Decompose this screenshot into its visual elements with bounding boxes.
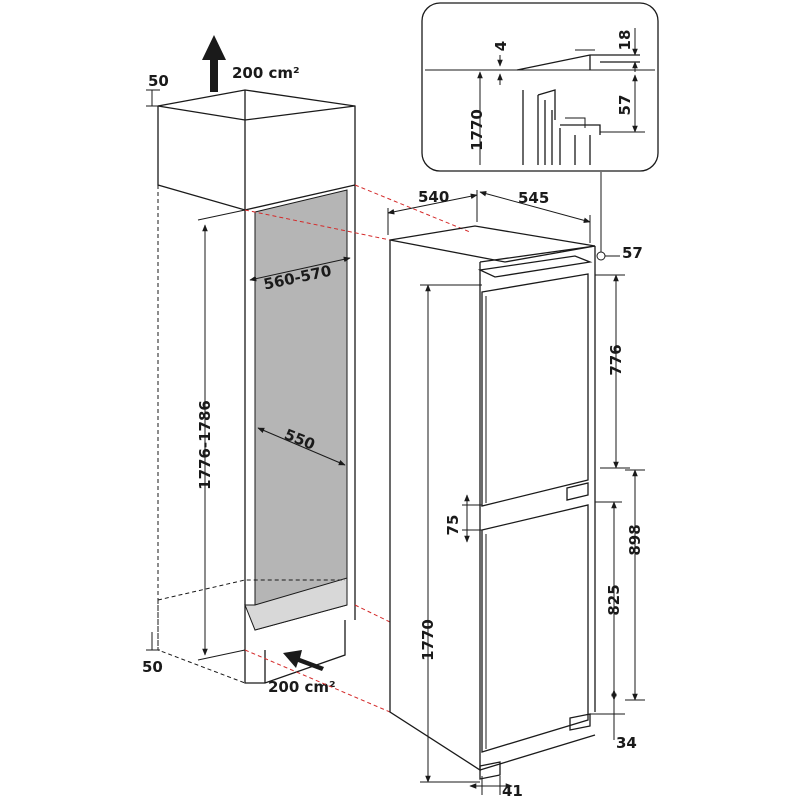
detail-18-label: 18 bbox=[616, 30, 634, 51]
upper-door-label: 776 bbox=[607, 344, 625, 375]
cabinet-niche bbox=[157, 89, 356, 684]
fridge-freezer bbox=[389, 225, 596, 780]
foot-label: 41 bbox=[502, 782, 523, 800]
lower-section-label: 898 bbox=[626, 524, 644, 555]
bottom-offset-label: 34 bbox=[616, 734, 637, 752]
door-gap-label: 75 bbox=[444, 515, 462, 536]
top-offset-label: 57 bbox=[622, 244, 643, 262]
vent-bottom-label: 200 cm² bbox=[268, 678, 336, 696]
unit-height-label: 1770 bbox=[419, 619, 437, 661]
detail-inset bbox=[421, 2, 659, 172]
gap-top-label: 50 bbox=[148, 72, 169, 90]
unit-width-label: 545 bbox=[518, 189, 549, 207]
detail-57-label: 57 bbox=[616, 95, 634, 116]
detail-height-label: 1770 bbox=[468, 109, 486, 151]
niche-height-label: 1776-1786 bbox=[196, 400, 214, 490]
niche-interior bbox=[254, 189, 348, 631]
vent-top-label: 200 cm² bbox=[232, 64, 300, 82]
detail-callout-icon bbox=[596, 251, 606, 261]
unit-depth-label: 540 bbox=[418, 188, 449, 206]
detail-gap-label: 4 bbox=[492, 41, 510, 51]
vent-top-arrow-icon bbox=[202, 35, 226, 92]
lower-door-label: 825 bbox=[605, 584, 623, 615]
gap-bottom-label: 50 bbox=[142, 658, 163, 676]
vent-bottom-arrow-icon bbox=[283, 650, 324, 671]
alignment-guides bbox=[244, 184, 471, 713]
